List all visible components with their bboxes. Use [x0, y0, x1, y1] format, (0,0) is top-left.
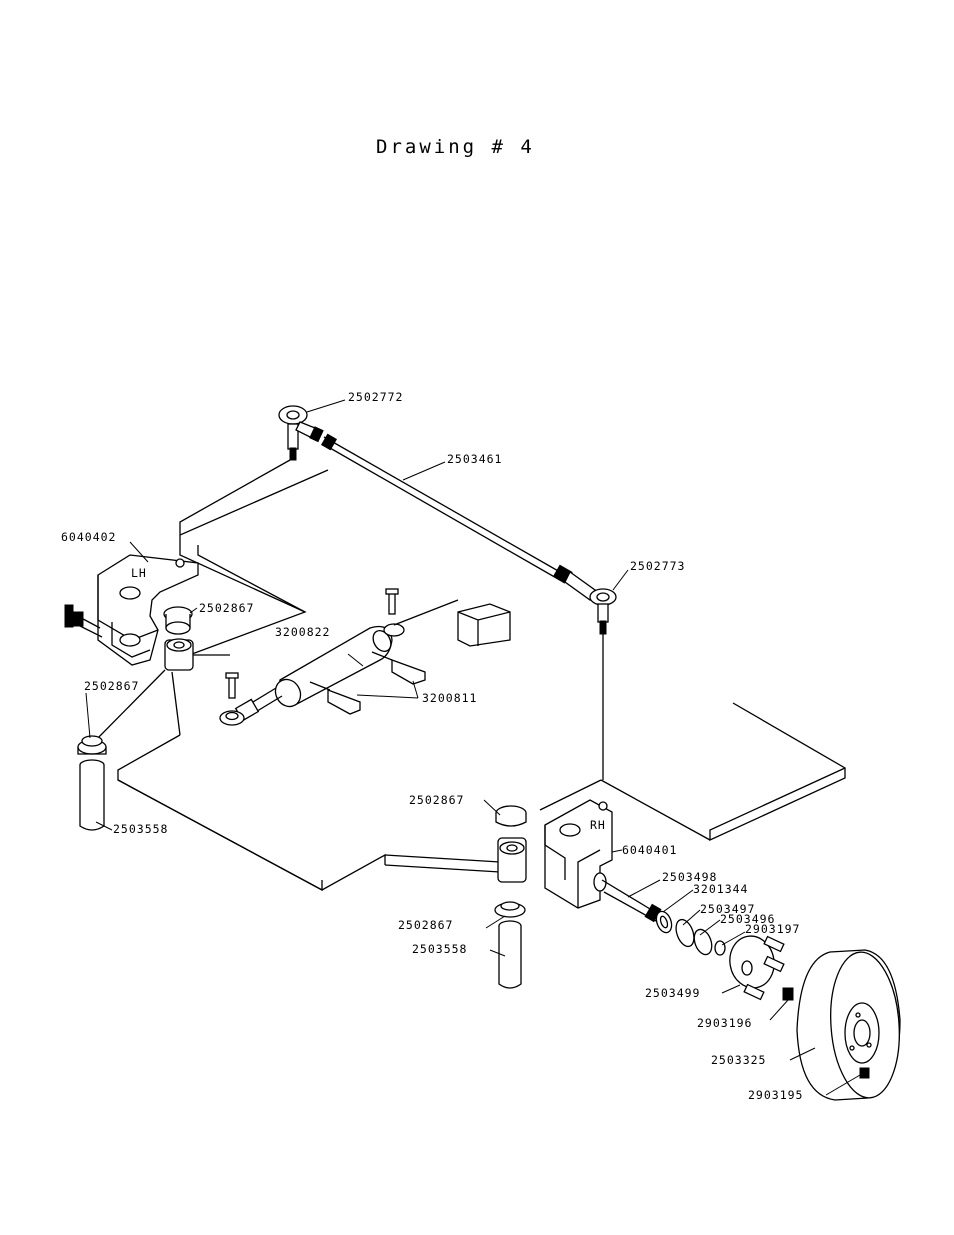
- label-tie-rod: 2503461: [447, 452, 502, 466]
- label-cylinder-clamp: 3200811: [422, 691, 477, 705]
- lh-label: LH: [131, 566, 147, 580]
- label-pin-right: 2503558: [412, 942, 467, 956]
- drawing-title: Drawing # 4: [376, 136, 535, 158]
- label-hub: 2503499: [645, 986, 700, 1000]
- label-bushing-lower-right: 2502867: [398, 918, 453, 932]
- label-spindle-bracket-left: 6040402: [61, 530, 116, 544]
- label-tie-rod-end-right: 2502773: [630, 559, 685, 573]
- label-spindle-bracket-right: 6040401: [622, 843, 677, 857]
- label-wheel: 2503325: [711, 1053, 766, 1067]
- label-washer: 2903197: [745, 922, 800, 936]
- label-bushing-upper-left: 2502867: [199, 601, 254, 615]
- label-stud: 2903196: [697, 1016, 752, 1030]
- chassis-plate: [91, 470, 845, 890]
- label-bushing-lower-left: 2502867: [84, 679, 139, 693]
- spindle-bracket-right: RH: [545, 800, 612, 908]
- label-seal: 3201344: [693, 882, 748, 896]
- rh-label: RH: [590, 818, 606, 832]
- right-kingpin-parts: [495, 806, 526, 988]
- part-number-labels: 2502772 2503461 2502773 6040402 2502867 …: [61, 390, 803, 1102]
- label-pin-left: 2503558: [113, 822, 168, 836]
- label-tie-rod-end-left: 2502772: [348, 390, 403, 404]
- label-cylinder: 3200822: [275, 625, 330, 639]
- leader-lines: [86, 400, 860, 1095]
- label-lug-nut: 2903195: [748, 1088, 803, 1102]
- label-bushing-upper-right: 2502867: [409, 793, 464, 807]
